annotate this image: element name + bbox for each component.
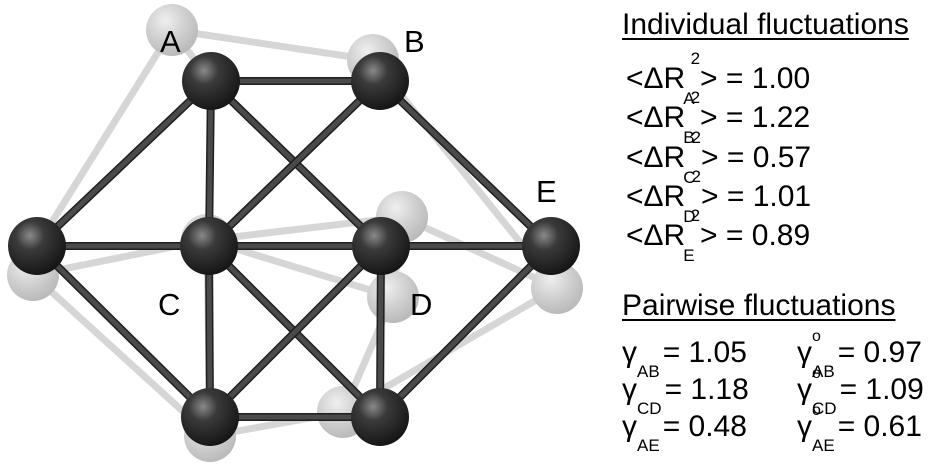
node-label-b: B — [404, 24, 425, 59]
atom — [182, 52, 240, 110]
atom — [522, 217, 580, 275]
ghost-bonds — [29, 26, 561, 440]
atom — [351, 52, 409, 110]
atom — [8, 217, 66, 275]
atom — [181, 388, 239, 446]
atom — [180, 217, 238, 275]
bonds — [33, 77, 555, 421]
bond — [377, 78, 554, 249]
bond — [34, 78, 214, 249]
node-label-e: E — [536, 174, 557, 209]
node-labels: A B C D E — [158, 24, 557, 322]
ghost-atom — [531, 262, 583, 314]
atoms — [8, 52, 580, 446]
bond — [34, 243, 213, 420]
node-label-a: A — [160, 24, 181, 59]
bond — [206, 78, 383, 249]
bond — [207, 243, 384, 420]
node-label-c: C — [158, 287, 180, 322]
bond — [377, 243, 554, 420]
ghost-bond — [168, 26, 377, 64]
node-label-d: D — [410, 287, 432, 322]
ghost-bond — [398, 213, 561, 292]
ghost-bond — [33, 26, 176, 250]
ghost-atom — [146, 4, 198, 56]
ghost-bond — [29, 271, 214, 440]
atom — [351, 388, 409, 446]
atom — [352, 217, 410, 275]
